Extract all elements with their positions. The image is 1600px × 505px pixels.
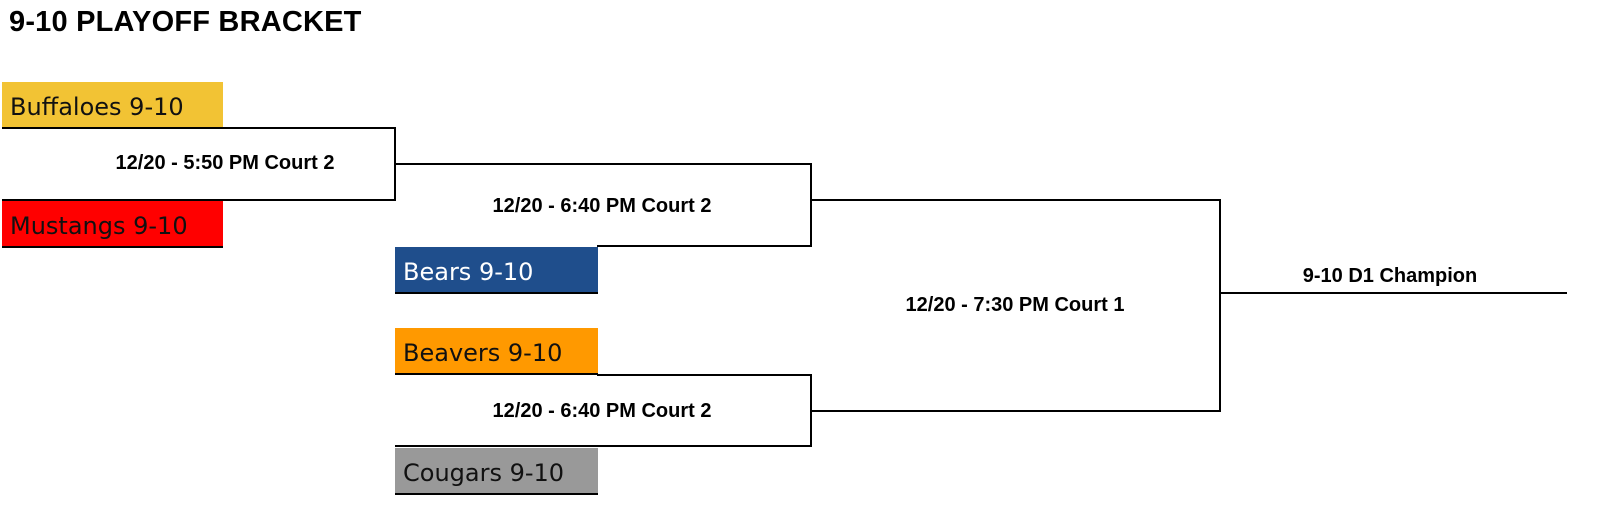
game-2-label: 12/20 - 6:40 PM Court 2: [492, 195, 712, 217]
game-1-label: 12/20 - 5:50 PM Court 2: [115, 152, 335, 174]
connector-sf1-top: [394, 163, 812, 165]
connector-final-bottom: [810, 410, 1221, 412]
team-beavers: Beavers 9-10: [395, 328, 598, 375]
connector-final-vertical: [1219, 199, 1221, 412]
bracket-title: 9-10 PLAYOFF BRACKET: [9, 6, 362, 38]
connector-final-top: [810, 199, 1221, 201]
connector-r1-top: [2, 127, 396, 129]
team-bears: Bears 9-10: [395, 247, 598, 294]
team-mustangs: Mustangs 9-10: [2, 201, 223, 248]
team-buffaloes: Buffaloes 9-10: [2, 82, 223, 129]
connector-sf1-bottom: [597, 245, 812, 247]
connector-sf2-bottom: [395, 445, 812, 447]
connector-sf2-top: [597, 374, 812, 376]
connector-r1-bottom: [2, 199, 396, 201]
game-final-label: 12/20 - 7:30 PM Court 1: [905, 294, 1125, 316]
champion-line: [1219, 292, 1567, 294]
champion-label: 9-10 D1 Champion: [1302, 265, 1478, 287]
connector-sf1-vertical: [810, 163, 812, 247]
game-3-label: 12/20 - 6:40 PM Court 2: [492, 400, 712, 422]
team-cougars: Cougars 9-10: [395, 448, 598, 495]
